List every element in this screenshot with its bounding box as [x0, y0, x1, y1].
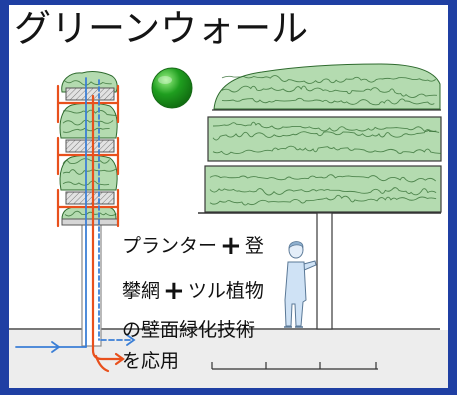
- green-circle-body: [151, 67, 193, 109]
- foliage-scribble: [212, 129, 440, 141]
- caption-line-3: の壁面緑化技術: [122, 319, 256, 341]
- planter-box: [65, 87, 115, 101]
- outflow-arrow-orange: [91, 94, 125, 373]
- person-hair: [288, 241, 304, 249]
- foliage-scribble: [62, 180, 110, 186]
- outflow-arrow-orange-curl: [94, 354, 110, 373]
- green-circle-icon: [151, 67, 193, 109]
- planter-frame: [56, 188, 120, 228]
- green-wall-texture: [209, 75, 442, 206]
- foliage-scribble: [212, 121, 437, 132]
- outflow-arrow-orange-head: [114, 352, 125, 366]
- green-wall: [198, 63, 442, 330]
- caption-text: 攀網: [122, 280, 161, 302]
- foliage-scribble: [209, 194, 437, 206]
- green-wall-bottom-panel: [204, 165, 442, 213]
- outflow-arrow-blue-head: [126, 334, 136, 346]
- outflow-arrow-blue: [100, 334, 136, 346]
- planter-box: [65, 191, 115, 205]
- foliage-scribble: [221, 75, 436, 84]
- plus-sign: +: [220, 231, 242, 261]
- foliage-scribble: [221, 97, 435, 106]
- plus-sign: +: [163, 276, 185, 306]
- page-title: グリーンウォール: [14, 7, 309, 50]
- planter-tower: [56, 71, 120, 348]
- foliage-scribble: [221, 85, 438, 98]
- planter-frame: [56, 136, 120, 176]
- building-column: [316, 212, 333, 330]
- green-wall-top-hedge: [213, 63, 441, 110]
- inflow-arrow: [15, 341, 87, 353]
- foliage-scribble: [62, 127, 110, 133]
- caption-text: プランター: [122, 235, 218, 257]
- foliage-scribble: [212, 145, 442, 155]
- foliage-scribble: [62, 168, 117, 175]
- caption-line-2: 攀網+ツル植物: [122, 276, 264, 306]
- foliage-scribble: [209, 187, 437, 196]
- foliage-scribble: [209, 174, 437, 183]
- green-circle-highlight: [158, 76, 172, 84]
- person-figure: [284, 241, 317, 328]
- foliage-scribble: [64, 210, 117, 217]
- person-body: [284, 261, 307, 327]
- planter-box: [65, 139, 115, 153]
- caption-line-4: を応用: [122, 350, 180, 372]
- caption-text: 登: [244, 235, 264, 257]
- scale-bar: [211, 362, 378, 370]
- planter-base: [61, 218, 119, 226]
- planter-frame: [56, 84, 120, 124]
- caption-line-1: プランター+登: [122, 231, 264, 261]
- inflow-arrow-head: [51, 341, 61, 353]
- green-wall-middle-panel: [207, 116, 442, 162]
- foliage-scribble: [62, 119, 114, 126]
- caption-text: ツル植物: [187, 280, 264, 302]
- foliage-scribble: [62, 158, 110, 165]
